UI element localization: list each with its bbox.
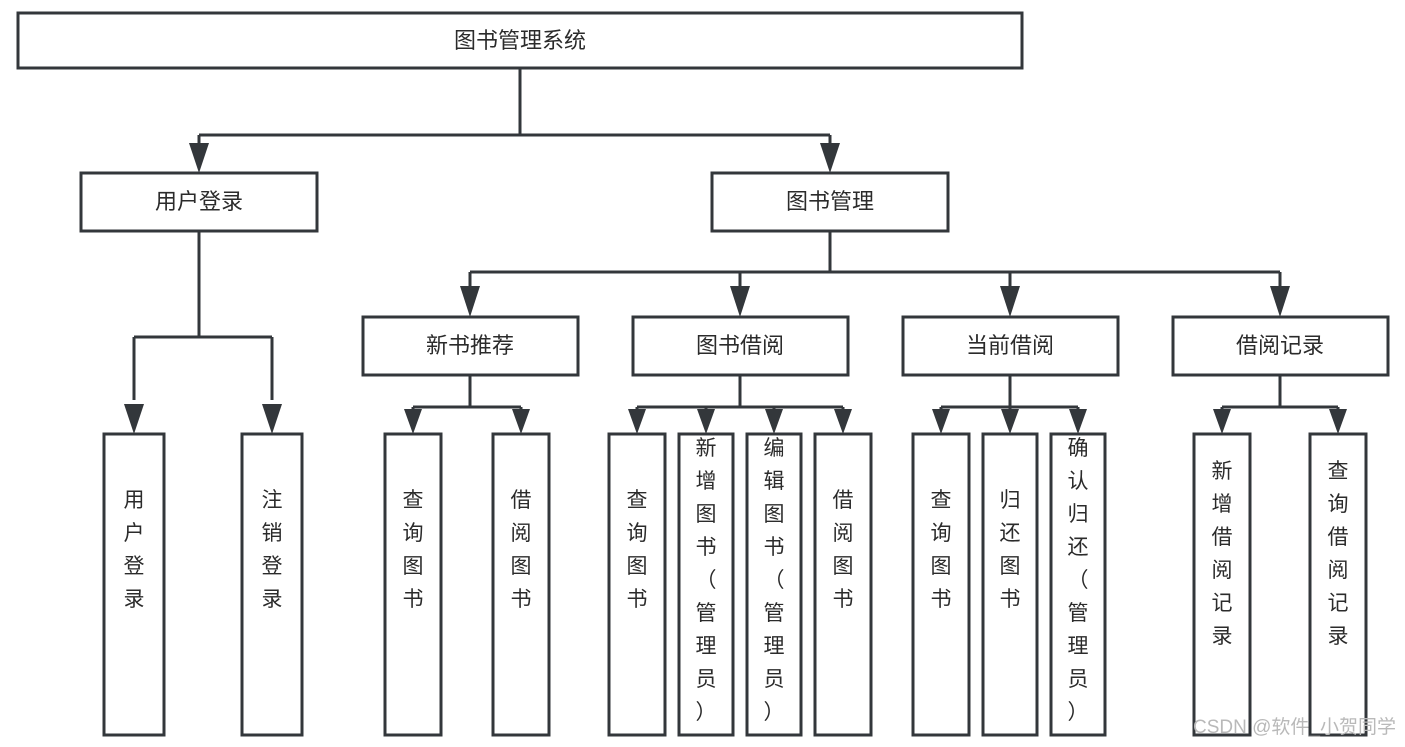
- node-user-login-box[interactable]: [79, 171, 319, 233]
- node-new-book-recommend-box[interactable]: [361, 315, 580, 377]
- node-borrow-record-label: 借阅记录: [1236, 333, 1324, 358]
- connector-group-user-login: [124, 231, 282, 434]
- node-leaf-query-book-2-box[interactable]: [607, 432, 667, 737]
- connector-group-current-borrow: [932, 375, 1087, 434]
- node-user-login[interactable]: 用户登录: [79, 171, 319, 233]
- node-leaf-confirm-return[interactable]: 确认归还（管理员）: [1049, 432, 1107, 737]
- node-leaf-query-book-3[interactable]: 查询图书: [911, 432, 971, 737]
- arrowhead-book-manage: [820, 143, 840, 173]
- node-root[interactable]: 图书管理系统: [16, 11, 1024, 70]
- arrowhead-leaf-borrow-book-1: [512, 409, 530, 434]
- node-book-manage-label: 图书管理: [786, 189, 874, 214]
- node-current-borrow-box[interactable]: [901, 315, 1120, 377]
- node-leaf-confirm-return-label: 确认归还（管理员）: [1068, 437, 1089, 724]
- node-leaf-user-login-box[interactable]: [102, 432, 166, 737]
- node-leaf-return-book-label: 归还图书: [1000, 489, 1021, 611]
- arrowhead-leaf-query-record: [1329, 409, 1347, 434]
- node-leaf-edit-book-box[interactable]: [745, 432, 803, 737]
- node-borrow-record[interactable]: 借阅记录: [1171, 315, 1390, 377]
- arrowhead-leaf-user-login: [124, 404, 144, 434]
- arrowhead-leaf-borrow-book-2: [834, 409, 852, 434]
- arrowhead-borrow-record: [1270, 286, 1290, 317]
- arrowhead-leaf-logout-login: [262, 404, 282, 434]
- node-current-borrow-label: 当前借阅: [966, 333, 1054, 358]
- node-new-book-recommend-label: 新书推荐: [426, 333, 514, 358]
- watermark-label: CSDN @软件_小贺同学: [1193, 716, 1396, 738]
- arrowhead-leaf-confirm-return: [1069, 409, 1087, 434]
- arrowhead-leaf-add-book: [697, 409, 715, 434]
- arrowhead-leaf-query-book-1: [404, 409, 422, 434]
- connector-group-new-book-recommend: [404, 375, 530, 434]
- node-leaf-query-book-3-box[interactable]: [911, 432, 971, 737]
- node-leaf-query-book-1[interactable]: 查询图书: [383, 432, 443, 737]
- arrowhead-user-login: [189, 143, 209, 173]
- node-leaf-return-book-box[interactable]: [981, 432, 1039, 737]
- node-leaf-edit-book-label: 编辑图书（管理员）: [764, 437, 785, 724]
- connector-group-book-manage: [460, 231, 1290, 317]
- node-leaf-logout-login[interactable]: 注销登录: [240, 432, 304, 737]
- arrowhead-leaf-return-book: [1001, 409, 1019, 434]
- node-leaf-query-book-2[interactable]: 查询图书: [607, 432, 667, 737]
- node-leaf-borrow-book-1-label: 借阅图书: [511, 489, 532, 611]
- arrowhead-new-book-recommend: [460, 286, 480, 317]
- node-book-borrow-label: 图书借阅: [696, 333, 784, 358]
- node-leaf-borrow-book-1-box[interactable]: [491, 432, 551, 737]
- node-book-manage[interactable]: 图书管理: [710, 171, 950, 233]
- node-book-borrow-box[interactable]: [631, 315, 850, 377]
- arrowhead-current-borrow: [1000, 286, 1020, 317]
- node-leaf-add-record[interactable]: 新增借阅记录: [1192, 432, 1252, 737]
- arrowhead-leaf-query-book-2: [628, 409, 646, 434]
- node-leaf-borrow-book-2[interactable]: 借阅图书: [813, 432, 873, 737]
- arrowhead-leaf-edit-book: [765, 409, 783, 434]
- connector-group-borrow-record: [1213, 375, 1347, 434]
- node-leaf-add-record-label: 新增借阅记录: [1212, 460, 1233, 648]
- connector-group-book-borrow: [628, 375, 852, 434]
- node-leaf-logout-login-label: 注销登录: [262, 489, 283, 611]
- arrowhead-leaf-add-record: [1213, 409, 1231, 434]
- arrowhead-leaf-query-book-3: [932, 409, 950, 434]
- node-leaf-logout-login-box[interactable]: [240, 432, 304, 737]
- node-leaf-query-book-1-box[interactable]: [383, 432, 443, 737]
- node-book-manage-box[interactable]: [710, 171, 950, 233]
- node-leaf-user-login[interactable]: 用户登录: [102, 432, 166, 737]
- node-current-borrow[interactable]: 当前借阅: [901, 315, 1120, 377]
- node-leaf-borrow-book-2-box[interactable]: [813, 432, 873, 737]
- node-leaf-add-book[interactable]: 新增图书（管理员）: [677, 432, 735, 737]
- node-root-label: 图书管理系统: [454, 28, 586, 53]
- node-leaf-query-book-3-label: 查询图书: [931, 489, 952, 611]
- node-leaf-query-book-1-label: 查询图书: [403, 489, 424, 611]
- node-leaf-query-record[interactable]: 查询借阅记录: [1308, 432, 1368, 737]
- node-book-borrow[interactable]: 图书借阅: [631, 315, 850, 377]
- connector-group-root: [189, 68, 840, 173]
- node-new-book-recommend[interactable]: 新书推荐: [361, 315, 580, 377]
- node-leaf-query-book-2-label: 查询图书: [627, 489, 648, 611]
- node-root-box[interactable]: [16, 11, 1024, 70]
- node-leaf-add-book-box[interactable]: [677, 432, 735, 737]
- node-leaf-confirm-return-box[interactable]: [1049, 432, 1107, 737]
- node-leaf-query-record-label: 查询借阅记录: [1328, 460, 1349, 648]
- node-user-login-label: 用户登录: [155, 189, 243, 214]
- node-leaf-add-book-label: 新增图书（管理员）: [696, 437, 717, 724]
- node-leaf-return-book[interactable]: 归还图书: [981, 432, 1039, 737]
- node-borrow-record-box[interactable]: [1171, 315, 1390, 377]
- node-leaf-add-record-box[interactable]: [1192, 432, 1252, 737]
- node-leaf-borrow-book-1[interactable]: 借阅图书: [491, 432, 551, 737]
- node-leaf-user-login-label: 用户登录: [124, 489, 145, 611]
- node-leaf-edit-book[interactable]: 编辑图书（管理员）: [745, 432, 803, 737]
- node-leaf-borrow-book-2-label: 借阅图书: [833, 489, 854, 611]
- arrowhead-book-borrow: [730, 286, 750, 317]
- node-leaf-query-record-box[interactable]: [1308, 432, 1368, 737]
